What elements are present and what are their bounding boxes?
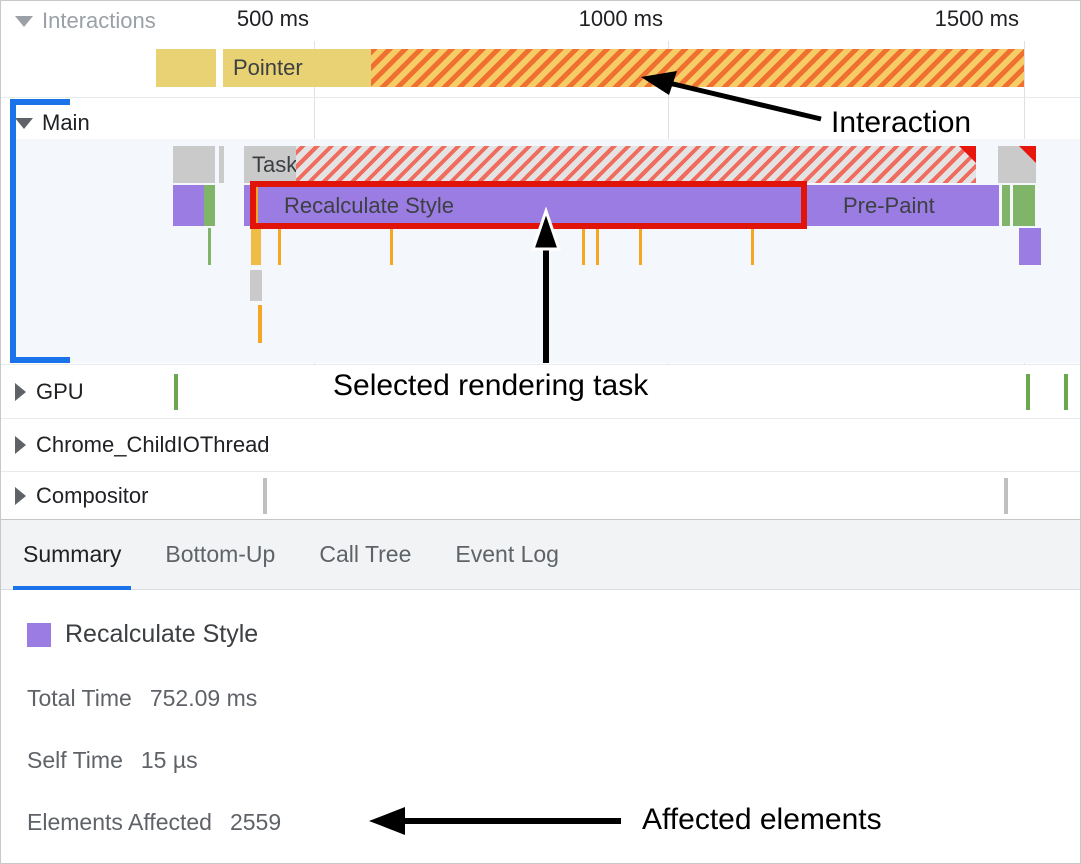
track-gpu[interactable]: GPU [1, 364, 1080, 418]
flame-bar[interactable] [810, 185, 827, 226]
track-event-mark[interactable] [263, 478, 267, 514]
track-event-mark[interactable] [1064, 374, 1068, 410]
flame-bar[interactable] [251, 228, 261, 265]
tab-summary[interactable]: Summary [1, 520, 143, 590]
flame-bar[interactable] [278, 228, 281, 265]
tab-event-log[interactable]: Event Log [455, 541, 559, 567]
warning-corner-icon [959, 146, 976, 163]
track-selection-bracket [10, 99, 16, 363]
flame-bar-pre-paint[interactable]: Pre-Paint [827, 185, 999, 226]
event-color-swatch [27, 622, 51, 647]
track-title-interactions: Interactions [42, 8, 156, 33]
flame-bar-label: Task [252, 151, 298, 177]
summary-event-header: Recalculate Style [27, 620, 1080, 649]
track-event-mark[interactable] [174, 374, 178, 410]
summary-key: Elements Affected [27, 809, 212, 835]
triangle-right-icon[interactable] [15, 486, 26, 505]
track-header-gpu[interactable]: GPU [15, 365, 84, 418]
track-chrome-childiothread[interactable]: Chrome_ChildIOThread [1, 418, 1080, 471]
triangle-down-icon[interactable] [15, 117, 33, 129]
track-header-interactions[interactable]: Interactions [1, 5, 156, 37]
track-compositor[interactable]: Compositor [1, 471, 1080, 519]
summary-value: 2559 [229, 809, 282, 835]
ruler-tick-label: 500 ms [236, 6, 309, 31]
flame-bar[interactable] [173, 185, 204, 226]
interaction-event-hatched[interactable] [371, 49, 1024, 87]
flame-bar[interactable] [208, 228, 211, 265]
track-title-compositor: Compositor [36, 482, 149, 508]
timeline-tracks-area[interactable]: 500 ms 1000 ms 1500 ms Interactions Poin… [1, 1, 1080, 519]
triangle-down-icon[interactable] [15, 15, 33, 27]
summary-content: Recalculate Style Total Time 752.09 ms S… [1, 590, 1080, 863]
summary-key: Self Time [27, 747, 123, 773]
flame-bar-recalculate-style[interactable]: Recalculate Style [258, 185, 810, 226]
timeline-ruler[interactable]: 500 ms 1000 ms 1500 ms [1, 1, 1080, 41]
flame-bar[interactable] [244, 185, 253, 226]
track-selection-bracket [10, 357, 70, 363]
track-header-chrome-childiothread[interactable]: Chrome_ChildIOThread [15, 419, 270, 471]
warning-corner-icon [1019, 146, 1036, 163]
flame-bar-label: Recalculate Style [284, 192, 454, 218]
interaction-event-label: Pointer [233, 55, 303, 80]
triangle-right-icon[interactable] [15, 436, 26, 454]
details-tabbar[interactable]: Summary Bottom-Up Call Tree Event Log [1, 520, 1080, 590]
flame-bar-long-task[interactable] [296, 146, 976, 183]
track-title-chrome-childiothread: Chrome_ChildIOThread [36, 432, 270, 457]
flame-bar[interactable] [173, 146, 215, 183]
track-event-mark[interactable] [1004, 478, 1008, 514]
summary-event-name: Recalculate Style [65, 620, 259, 648]
summary-value: 15 µs [140, 747, 198, 773]
flame-bar[interactable] [998, 146, 1036, 183]
flame-bar[interactable] [219, 146, 224, 183]
summary-value: 752.09 ms [149, 685, 258, 711]
tab-bottom-up[interactable]: Bottom-Up [165, 541, 276, 567]
details-panel: Summary Bottom-Up Call Tree Event Log Re… [1, 519, 1080, 863]
flame-bar[interactable] [250, 270, 262, 301]
flame-bar[interactable] [1013, 185, 1035, 226]
flame-bar[interactable] [751, 228, 754, 265]
ruler-tick-label: 1000 ms [578, 6, 663, 31]
interactions-lane[interactable]: Pointer [1, 45, 1080, 89]
track-event-mark[interactable] [1026, 374, 1030, 410]
flame-bar[interactable] [390, 228, 393, 265]
summary-row-elements-affected: Elements Affected 2559 [27, 809, 1080, 836]
interaction-event[interactable] [156, 49, 216, 87]
flame-bar[interactable] [582, 228, 585, 265]
flame-bar-task[interactable]: Task [244, 146, 298, 183]
summary-row-total-time: Total Time 752.09 ms [27, 685, 1080, 712]
track-title-gpu: GPU [36, 378, 84, 404]
flame-bar[interactable] [1002, 185, 1010, 226]
flame-bar[interactable] [1019, 228, 1041, 265]
track-title-main: Main [42, 110, 90, 135]
tab-call-tree[interactable]: Call Tree [319, 541, 412, 567]
flame-bar[interactable] [258, 305, 262, 343]
triangle-right-icon[interactable] [15, 382, 26, 401]
flame-bar-label: Pre-Paint [843, 192, 935, 218]
track-divider [1, 97, 1080, 98]
flame-bar[interactable] [596, 228, 599, 265]
interaction-event-pointer[interactable]: Pointer [223, 49, 371, 87]
main-flame-chart[interactable]: Task Recalculate Style Pre-Paint [10, 139, 1080, 363]
flame-bar[interactable] [639, 228, 642, 265]
summary-key: Total Time [27, 685, 132, 711]
flame-bar[interactable] [204, 185, 215, 226]
track-selection-bracket [10, 99, 70, 105]
summary-row-self-time: Self Time 15 µs [27, 747, 1080, 774]
track-header-main[interactable]: Main [1, 106, 90, 140]
ruler-tick-label: 1500 ms [934, 6, 1019, 31]
track-header-compositor[interactable]: Compositor [15, 472, 148, 519]
